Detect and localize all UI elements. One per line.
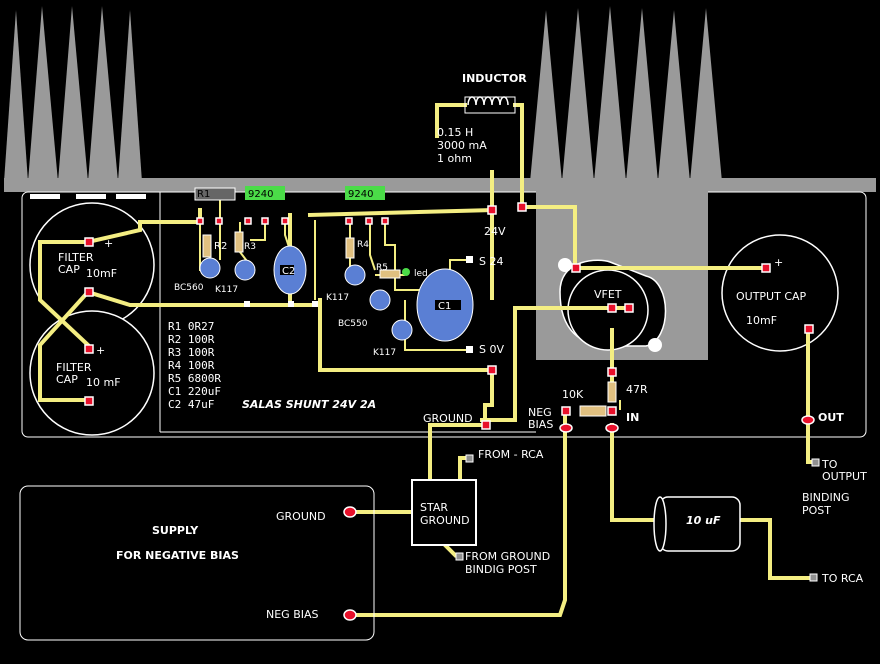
svg-text:C1: C1: [438, 301, 451, 312]
svg-text:R2: R2: [214, 241, 227, 252]
svg-text:BC550: BC550: [338, 319, 368, 329]
svg-text:FOR NEGATIVE BIAS: FOR NEGATIVE BIAS: [116, 549, 239, 562]
svg-text:47R: 47R: [626, 383, 648, 396]
svg-text:9240: 9240: [348, 189, 373, 200]
ground-label: GROUND: [423, 412, 473, 425]
svg-text:IN: IN: [626, 411, 639, 424]
svg-text:+: +: [774, 256, 783, 269]
svg-text:+: +: [104, 237, 113, 250]
svg-text:FILTER: FILTER: [56, 361, 92, 374]
svg-text:OUTPUT: OUTPUT: [822, 470, 867, 483]
svg-text:10K: 10K: [562, 388, 584, 401]
bc560-transistor: [199, 257, 221, 279]
k117-transistor-2: [344, 264, 366, 286]
r5-body: [379, 269, 401, 279]
svg-text:K117: K117: [215, 285, 238, 295]
r3-body: [234, 231, 244, 253]
filter-cap-2: [29, 310, 155, 436]
heatsink-base: [4, 178, 876, 192]
svg-text:S 0V: S 0V: [479, 343, 504, 356]
k117-transistor-1: [234, 259, 256, 281]
svg-text:CAP: CAP: [56, 373, 78, 386]
svg-text:+: +: [96, 344, 105, 357]
negative-bias-supply-box: [19, 485, 375, 641]
star-ground-box: [411, 479, 477, 546]
svg-text:CAP: CAP: [58, 263, 80, 276]
svg-text:10mF: 10mF: [86, 267, 117, 280]
v24-label: 24V: [484, 225, 506, 238]
supply-title: SUPPLY: [152, 524, 199, 537]
svg-text:C2 47uF: C2 47uF: [168, 398, 214, 411]
svg-text:R2 100R: R2 100R: [168, 333, 215, 346]
svg-text:R3: R3: [244, 242, 256, 252]
svg-text:R3 100R: R3 100R: [168, 346, 215, 359]
svg-text:R1: R1: [197, 189, 210, 200]
chassis-outline: [21, 191, 867, 438]
r10k-body: [579, 405, 607, 417]
cap-10uf-label: 10 uF: [686, 514, 721, 527]
filter-cap-2-neg-pad: [84, 396, 94, 406]
svg-text:STAR: STAR: [420, 501, 448, 514]
svg-text:R4: R4: [357, 240, 369, 250]
bc550-transistor: [369, 289, 391, 311]
svg-text:TO RCA: TO RCA: [821, 572, 864, 585]
svg-text:BIAS: BIAS: [528, 418, 553, 431]
r2-body: [202, 234, 212, 258]
svg-text:BC560: BC560: [174, 283, 204, 293]
svg-text:R5: R5: [376, 263, 388, 273]
svg-text:R1 0R27: R1 0R27: [168, 320, 214, 333]
r47-body: [607, 381, 617, 403]
inductor-coil: [464, 96, 516, 114]
svg-text:9240: 9240: [248, 189, 273, 200]
heatsink-right: [530, 6, 722, 182]
k117-transistor-3: [391, 319, 413, 341]
svg-text:GROUND: GROUND: [420, 514, 470, 527]
svg-text:FILTER: FILTER: [58, 251, 94, 264]
svg-text:R4 100R: R4 100R: [168, 359, 215, 372]
svg-text:S 24: S 24: [479, 255, 503, 268]
svg-text:led: led: [414, 269, 428, 279]
svg-text:POST: POST: [802, 504, 831, 517]
cap-10uf: [653, 496, 741, 552]
svg-text:GROUND: GROUND: [276, 510, 326, 523]
inductor-label: INDUCTOR: [462, 72, 527, 85]
svg-text:NEG: NEG: [528, 406, 552, 419]
svg-text:C1 220uF: C1 220uF: [168, 385, 221, 398]
svg-text:NEG BIAS: NEG BIAS: [266, 608, 319, 621]
vfet-label: VFET: [594, 288, 622, 301]
ic-9240-2: [345, 186, 385, 200]
svg-text:K117: K117: [373, 348, 396, 358]
svg-text:3000 mA: 3000 mA: [437, 139, 487, 152]
svg-text:FROM GROUND: FROM GROUND: [465, 550, 550, 563]
svg-text:K117: K117: [326, 293, 349, 303]
svg-text:FROM - RCA: FROM - RCA: [478, 448, 544, 461]
svg-text:10mF: 10mF: [746, 314, 777, 327]
svg-text:OUT: OUT: [818, 411, 844, 424]
filter-cap-1-neg-pad: [84, 287, 94, 297]
filter-cap-2-pos-pad: [84, 344, 94, 354]
bom-list: R1 0R27 R2 100R R3 100R R4 100R R5 6800R…: [168, 320, 221, 411]
led: [402, 268, 410, 276]
circuit-title: SALAS SHUNT 24V 2A: [242, 398, 376, 411]
filter-cap-1-pos-pad: [84, 237, 94, 247]
svg-text:0.15 H: 0.15 H: [437, 126, 473, 139]
heatsink-left: [4, 6, 142, 182]
svg-text:TO: TO: [821, 458, 838, 471]
svg-text:BINDIG POST: BINDIG POST: [465, 563, 537, 576]
wiring: [38, 103, 814, 617]
svg-text:1 ohm: 1 ohm: [437, 152, 472, 165]
ic-9240-1: [245, 186, 285, 200]
svg-text:BINDING: BINDING: [802, 491, 850, 504]
svg-text:OUTPUT CAP: OUTPUT CAP: [736, 290, 807, 303]
output-cap: [721, 234, 839, 352]
svg-text:10 mF: 10 mF: [86, 376, 121, 389]
svg-text:R5 6800R: R5 6800R: [168, 372, 221, 385]
r4-body: [345, 237, 355, 259]
svg-text:C2: C2: [282, 266, 295, 277]
